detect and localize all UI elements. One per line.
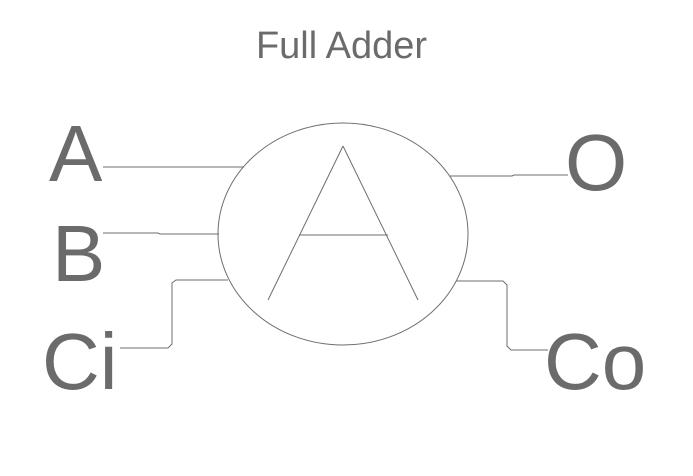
adder-symbol-right-stroke [342,145,419,301]
output-label-co: Co [544,317,647,406]
diagram-title: Full Adder [255,25,428,67]
wire-o [450,174,568,177]
input-label-ci: Ci [42,317,118,406]
adder-ellipse [217,122,469,346]
adder-symbol-left-stroke [267,145,344,301]
output-label-o: O [565,118,628,207]
input-label-a: A [49,109,103,198]
adder-symbol-a [267,145,419,301]
wire-co [456,280,548,351]
wire-b [103,232,219,235]
wire-ci [120,279,228,349]
input-label-b: B [52,209,106,298]
